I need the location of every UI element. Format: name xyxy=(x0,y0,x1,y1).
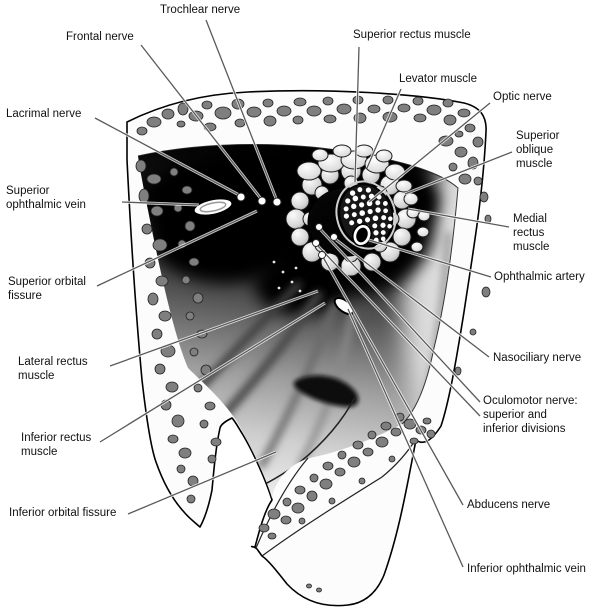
label-frontal-nerve: Frontal nerve xyxy=(66,31,134,43)
abducens-nerve-stub xyxy=(318,251,326,259)
leader-lateral-rectus-muscle xyxy=(109,290,319,367)
trochlear-nerve-stub xyxy=(272,197,282,207)
label-lateral-rectus-muscle: Lateral rectus muscle xyxy=(18,356,88,382)
label-medial-rectus-muscle: Medial rectus muscle xyxy=(513,213,550,253)
lacrimal-nerve-stub xyxy=(236,192,246,202)
label-superior-oblique-muscle: Superior oblique muscle xyxy=(516,130,560,170)
inferior-orbital-fissure-shape xyxy=(293,375,359,407)
leader-inferior-orbital-fissure xyxy=(127,451,277,515)
superior-ophthalmic-vein-shape xyxy=(192,196,234,218)
label-oculomotor-nerve: Oculomotor nerve: superior and inferior … xyxy=(483,395,578,435)
leader-superior-oblique-muscle xyxy=(404,151,513,195)
leader-abducens-nerve xyxy=(322,256,464,506)
leader-superior-rectus-muscle xyxy=(354,46,360,183)
label-superior-ophthalmic-vein: Superior ophthalmic vein xyxy=(6,185,86,211)
leader-superior-orbital-fissure xyxy=(96,210,258,287)
leader-medial-rectus-muscle xyxy=(407,208,510,228)
frontal-nerve-stub xyxy=(257,196,267,206)
nerve-stubs xyxy=(236,192,338,259)
leader-optic-nerve xyxy=(368,102,491,203)
leader-nasociliary-nerve xyxy=(334,238,490,358)
label-inferior-rectus-muscle: Inferior rectus muscle xyxy=(21,432,92,458)
bone-marrow-blobs xyxy=(135,95,492,593)
leader-superior-ophthalmic-vein xyxy=(121,201,200,206)
label-lacrimal-nerve: Lacrimal nerve xyxy=(6,108,82,120)
leader-levator-muscle xyxy=(366,88,402,169)
label-ophthalmic-artery: Ophthalmic artery xyxy=(494,271,585,283)
optic-nerve-cross-section xyxy=(335,180,397,250)
label-inferior-ophthalmic-vein: Inferior ophthalmic vein xyxy=(467,563,586,575)
oculomotor-inferior-stub xyxy=(312,239,320,247)
ophthalmic-artery-shape xyxy=(351,223,373,247)
oculomotor-superior-stub xyxy=(315,223,323,231)
leader-ophthalmic-artery xyxy=(368,239,492,278)
leader-inferior-rectus-muscle xyxy=(99,302,326,443)
nasociliary-nerve-stub xyxy=(330,233,338,241)
label-optic-nerve: Optic nerve xyxy=(493,91,552,103)
leader-inferior-ophthalmic-vein xyxy=(347,308,464,568)
superior-oblique-medial-rectus-trail xyxy=(395,179,431,253)
leader-lacrimal-nerve xyxy=(94,117,242,197)
leader-trochlear-nerve xyxy=(205,19,278,202)
label-abducens-nerve: Abducens nerve xyxy=(467,499,551,511)
label-inferior-orbital-fissure: Inferior orbital fissure xyxy=(9,507,117,519)
leader-lines xyxy=(94,19,513,568)
leader-oculomotor-inferior-division xyxy=(316,244,481,417)
leader-frontal-nerve xyxy=(140,44,263,201)
leader-oculomotor-superior-division xyxy=(319,228,481,403)
label-nasociliary-nerve: Nasociliary nerve xyxy=(493,352,582,364)
label-trochlear-nerve: Trochlear nerve xyxy=(160,4,241,16)
label-levator-muscle: Levator muscle xyxy=(399,73,477,85)
label-superior-rectus-muscle: Superior rectus muscle xyxy=(353,29,471,41)
fissure-speckles xyxy=(272,260,302,293)
label-superior-orbital-fissure: Superior orbital fissure xyxy=(8,276,86,302)
